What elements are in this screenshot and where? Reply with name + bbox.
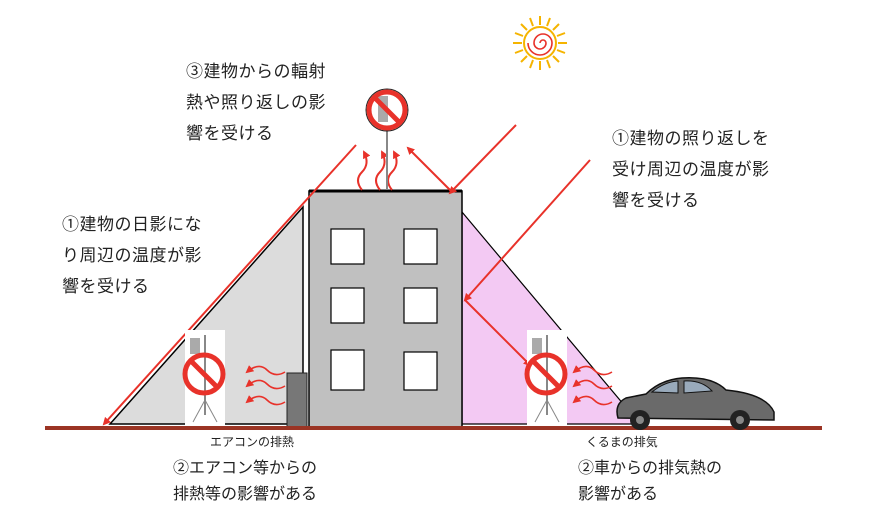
label-line: ②エアコン等からの <box>173 458 318 477</box>
label-ac-effect: ②エアコン等からの 排熱等の影響がある <box>173 455 317 507</box>
label-shadow: ①建物の日影にな り周辺の温度が影 響を受ける <box>62 210 202 303</box>
sunlight-arrows <box>102 124 591 426</box>
car-icon <box>616 377 775 430</box>
label-line: ②車からの排気熱の <box>578 458 723 477</box>
label-radiation: ③建物からの輻射 熱や照り返しの影 響を受ける <box>186 57 326 150</box>
prohibited-station-car <box>524 330 568 425</box>
prohibited-station-ac <box>182 330 226 425</box>
sun-icon <box>513 16 567 70</box>
prohibited-station-roof <box>365 88 409 190</box>
ac-caption: エアコンの排熱 <box>210 435 295 449</box>
air-conditioner-unit <box>286 372 308 428</box>
label-line: ③建物からの輻射 <box>186 62 326 82</box>
label-line: 響を受ける <box>612 191 700 211</box>
car-caption: くるまの排気 <box>586 435 658 449</box>
label-line: 響を受ける <box>62 277 150 297</box>
exhaust-heat-arrows <box>245 365 613 406</box>
label-line: 響を受ける <box>186 124 274 144</box>
label-line: 受け周辺の温度が影 <box>612 160 770 180</box>
label-line: 影響がある <box>578 484 659 503</box>
label-car-effect: ②車からの排気熱の 影響がある <box>578 455 722 507</box>
building <box>308 189 463 428</box>
label-line: ①建物の照り返しを <box>612 129 770 149</box>
label-reflection: ①建物の照り返しを 受け周辺の温度が影 響を受ける <box>612 124 770 217</box>
label-line: 排熱等の影響がある <box>173 484 318 503</box>
label-line: り周辺の温度が影 <box>62 246 202 266</box>
label-line: ①建物の日影にな <box>62 215 202 235</box>
roof-heat-arrows <box>357 150 401 191</box>
label-line: 熱や照り返しの影 <box>186 93 326 113</box>
